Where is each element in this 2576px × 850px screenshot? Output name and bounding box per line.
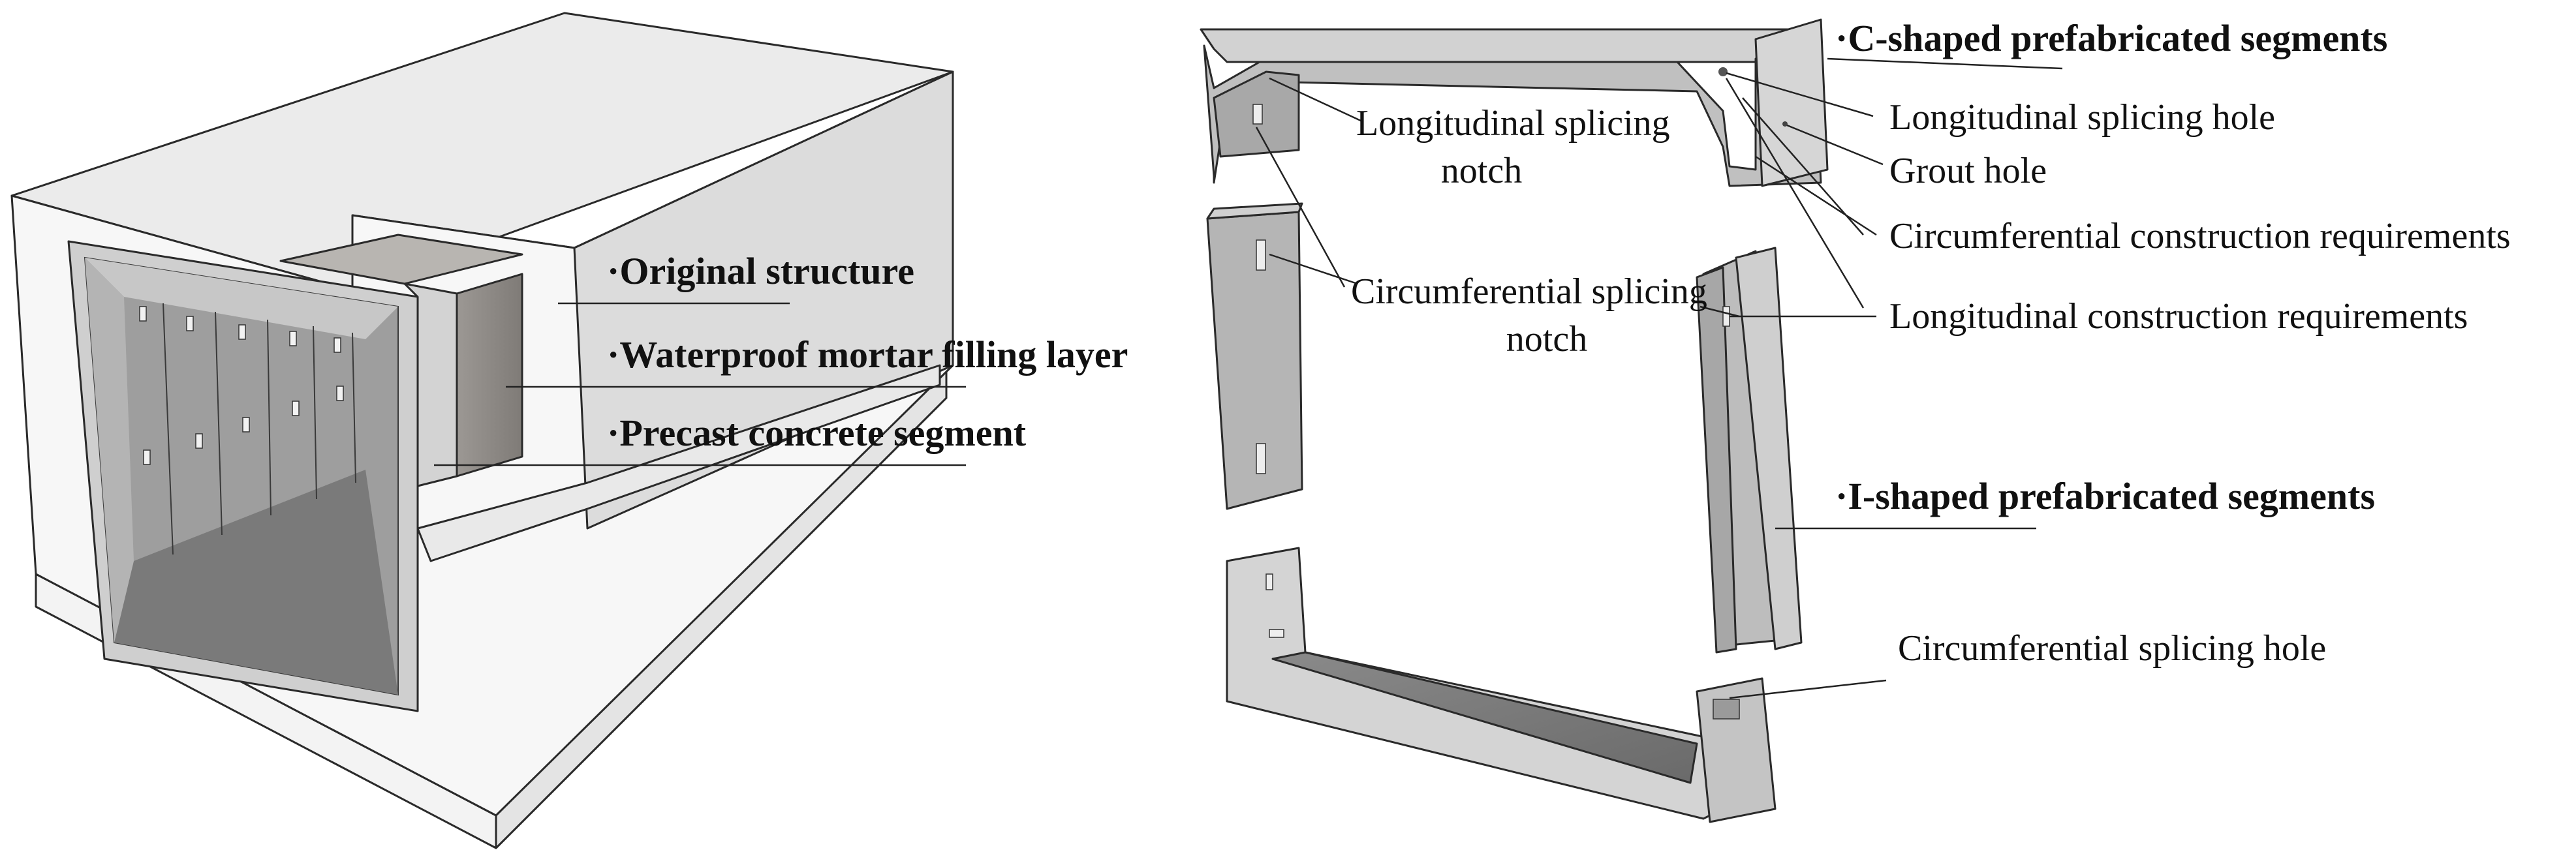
segment-joints xyxy=(163,303,356,555)
c-shaped-segment-top xyxy=(1200,18,1829,187)
tunnel-left-wall xyxy=(85,258,134,643)
right-leaders xyxy=(1255,57,2063,699)
label-circ-hole: Circumferential splicing hole xyxy=(1898,628,2326,669)
leader-circ-notch-left xyxy=(1269,253,1358,285)
label-long-notch-line1: Longitudinal splicing xyxy=(1356,103,1670,144)
i-right-side xyxy=(1735,247,1803,650)
i-right-notch xyxy=(1722,306,1730,327)
c-bottom-notch xyxy=(1265,573,1273,590)
left-leaders xyxy=(434,302,966,466)
c-top-upper-face xyxy=(1200,28,1816,63)
label-circ-requirements: Circumferential construction requirement… xyxy=(1889,216,2511,256)
mortar-box-side xyxy=(456,273,523,478)
c-bottom-hole xyxy=(1269,629,1284,638)
mortar-box-top xyxy=(279,234,523,285)
label-waterproof-layer: ·Waterproof mortar filling layer xyxy=(607,333,1128,376)
leader-circ-requirements-2 xyxy=(1755,155,1877,236)
c-shaped-segment-bottom xyxy=(1226,547,1777,823)
leader-circ-notch-top xyxy=(1255,127,1346,288)
c-top-notch xyxy=(1252,104,1263,125)
i-left-face xyxy=(1206,211,1303,510)
mortar-box-front xyxy=(403,282,458,487)
c-bottom-joint xyxy=(1713,699,1740,720)
label-grout-hole: Grout hole xyxy=(1889,151,2047,191)
c-top-right-end xyxy=(1754,18,1829,187)
leader-c-shaped xyxy=(1827,57,2063,70)
leader-circ-requirements-1 xyxy=(1742,97,1864,235)
label-longitudinal-hole: Longitudinal splicing hole xyxy=(1889,97,2275,138)
i-right-edge xyxy=(1696,266,1737,654)
i-left-notch-upper xyxy=(1256,239,1266,271)
c-bottom-floor xyxy=(1271,651,1698,784)
ledge xyxy=(416,364,941,562)
i-shaped-segment-left xyxy=(1206,202,1303,510)
i-left-notch-lower xyxy=(1256,443,1266,474)
i-shaped-segment-right xyxy=(1696,247,1803,654)
label-i-shaped: ·I-shaped prefabricated segments xyxy=(1835,475,2375,517)
i-left-top xyxy=(1206,202,1303,220)
c-bottom-frame xyxy=(1226,547,1737,820)
label-c-shaped: ·C-shaped prefabricated segments xyxy=(1835,17,2387,59)
leader-circ-hole xyxy=(1729,679,1887,699)
leader-long-requirements xyxy=(1725,78,1865,309)
label-long-requirements: Longitudinal construction requirements xyxy=(1889,296,2468,337)
grout-hole-marker xyxy=(1782,121,1788,127)
label-original-structure: ·Original structure xyxy=(607,250,914,292)
label-long-notch-line2: notch xyxy=(1441,151,1522,191)
label-circ-notch-line2: notch xyxy=(1506,319,1587,359)
leader-grout-hole xyxy=(1786,124,1884,166)
label-circ-notch-line1: Circumferential splicing xyxy=(1351,271,1707,312)
original-structure xyxy=(10,12,954,849)
leader-long-notch xyxy=(1269,77,1361,122)
segment-holes xyxy=(139,306,344,465)
structure-side-face xyxy=(573,70,954,530)
label-precast-segment: ·Precast concrete segment xyxy=(607,412,1027,454)
tunnel-ceiling xyxy=(85,258,398,339)
longitudinal-hole-marker xyxy=(1718,67,1728,76)
tunnel-floor xyxy=(114,470,398,695)
leader-circ-notch-right xyxy=(1699,305,1740,318)
leader-longitudinal-hole xyxy=(1726,72,1874,117)
